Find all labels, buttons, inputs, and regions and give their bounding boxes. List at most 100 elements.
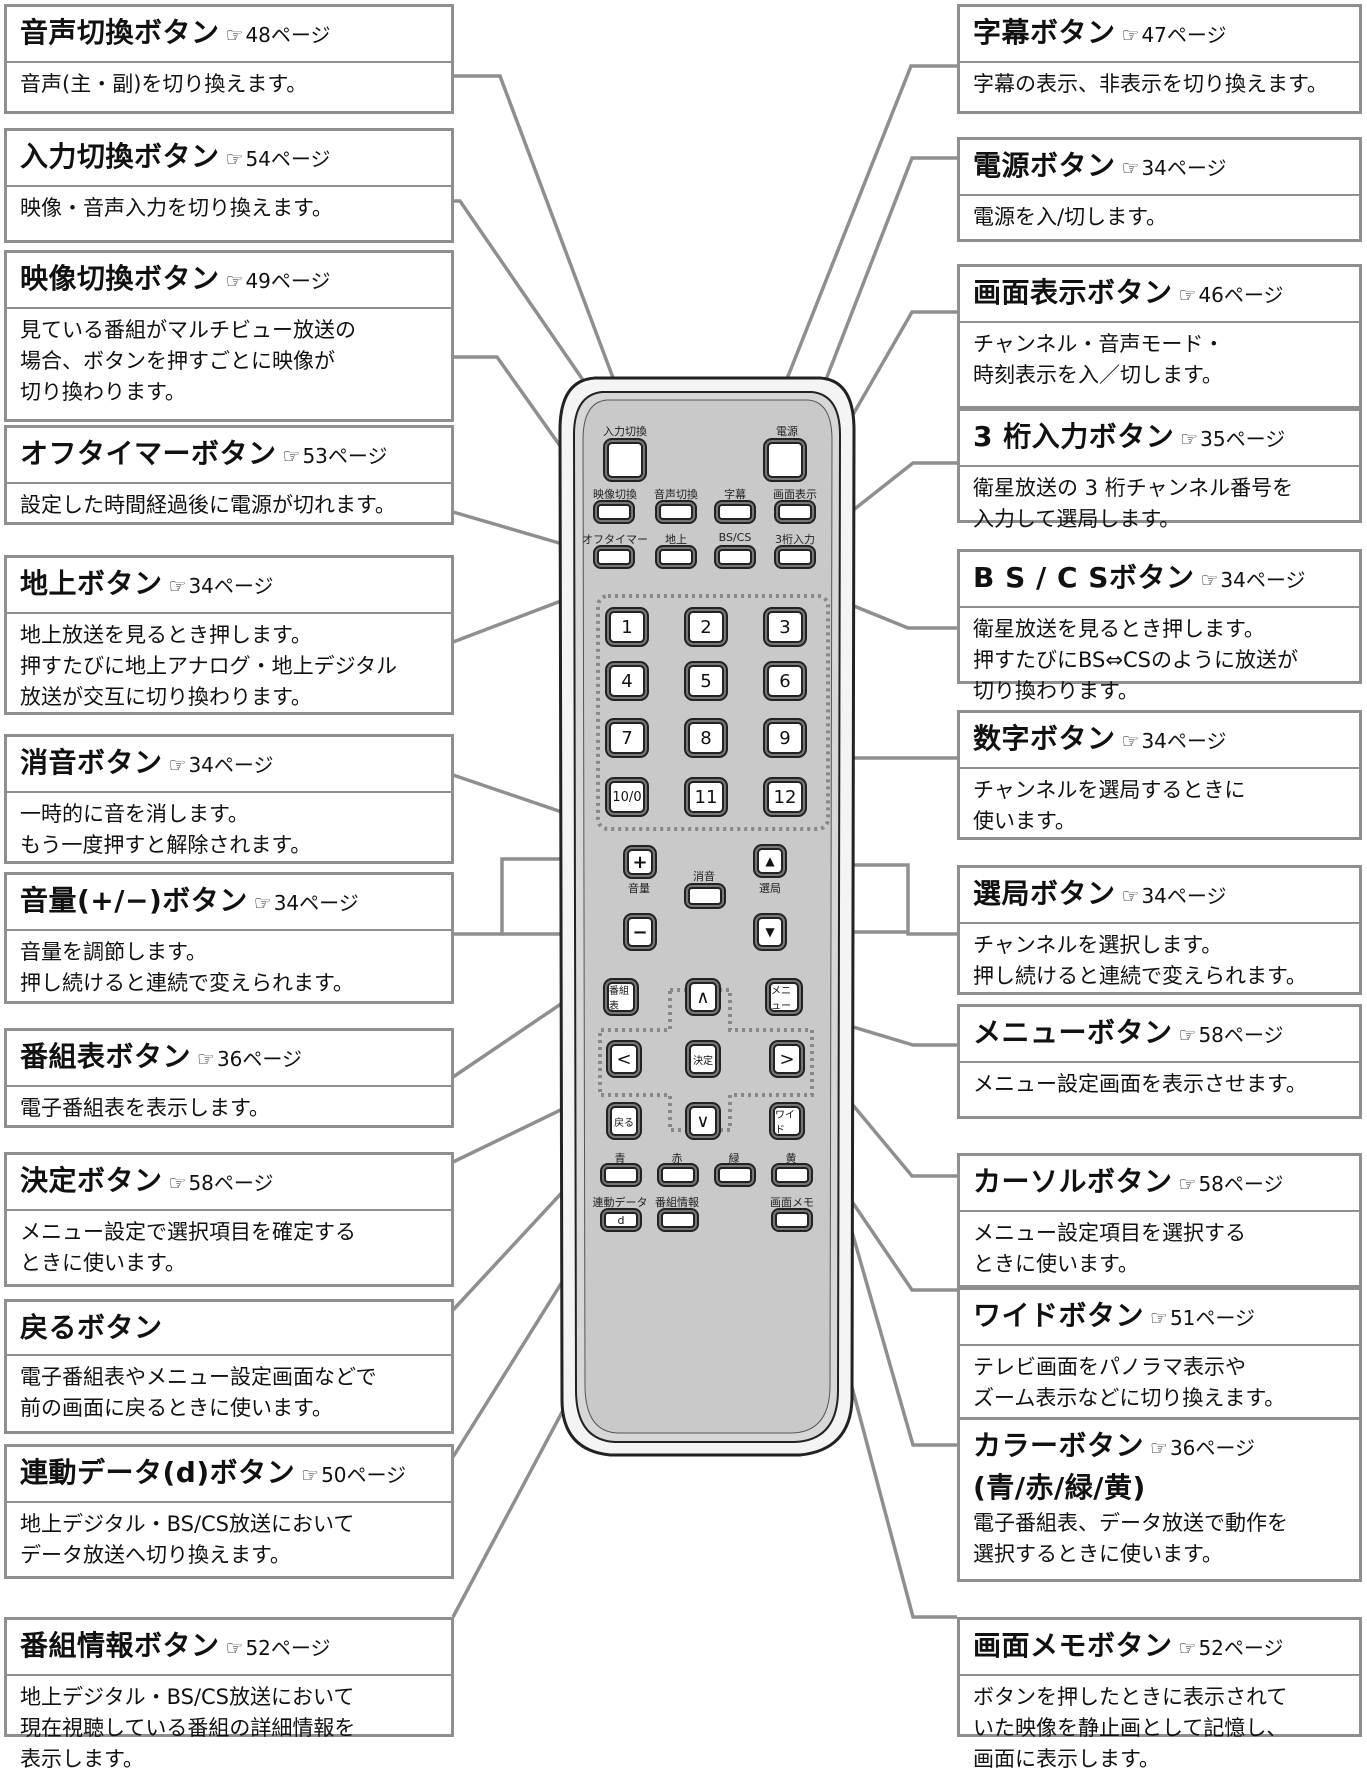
channel-down-button[interactable]: ▼ [757, 917, 783, 947]
divider [7, 929, 451, 931]
callout-description: 地上放送を見るとき押します。 押すたびに地上アナログ・地上デジタル 放送が交互に… [20, 623, 398, 709]
remote-label-data: 連動データ [592, 1196, 648, 1209]
page-ref: ☞58ページ [1179, 1172, 1284, 1196]
callout-title-row: オフタイマーボタン☞53ページ [20, 434, 441, 476]
number-button[interactable]: 3 [767, 611, 803, 643]
divider [960, 1344, 1359, 1346]
channel-up-button[interactable]: ▲ [757, 848, 783, 874]
callout-terrestrial: 地上ボタン☞34ページ地上放送を見るとき押します。 押すたびに地上アナログ・地上… [4, 555, 454, 715]
page-ref-text: 34ページ [1220, 568, 1306, 592]
callout-menu: メニューボタン☞58ページメニュー設定画面を表示させます。 [957, 1004, 1362, 1119]
callout-subtitle: 字幕ボタン☞47ページ字幕の表示、非表示を切り換えます。 [957, 4, 1362, 114]
terrestrial-button[interactable] [659, 549, 693, 565]
number-zone [596, 594, 830, 831]
callout-cursor: カーソルボタン☞58ページメニュー設定項目を選択する ときに使います。 [957, 1153, 1362, 1288]
video-switch-button[interactable] [597, 504, 631, 520]
3digit-button[interactable] [778, 549, 812, 565]
number-button[interactable]: 6 [767, 665, 803, 697]
page-ref-text: 58ページ [188, 1171, 274, 1195]
remote-label-yellow: 黄 [785, 1152, 797, 1165]
data-button[interactable]: d [604, 1212, 638, 1228]
mute-button[interactable] [688, 887, 722, 905]
callout-title: 消音ボタン [20, 746, 163, 779]
volume-up-button[interactable]: + [627, 849, 653, 875]
number-button[interactable]: 11 [688, 781, 724, 813]
callout-title-row: ワイドボタン☞51ページ [973, 1296, 1349, 1338]
display-button[interactable] [778, 504, 812, 520]
cursor-up-button[interactable]: ∧ [689, 982, 717, 1012]
number-button[interactable]: 5 [688, 665, 724, 697]
red-button[interactable] [661, 1167, 695, 1183]
page-ref-text: 58ページ [1198, 1023, 1284, 1047]
number-button[interactable]: 9 [767, 722, 803, 754]
pointing-hand-icon: ☞ [1200, 568, 1219, 592]
number-button[interactable]: 10/0 [609, 781, 645, 813]
callout-description: 電源を入/切します。 [973, 205, 1167, 229]
callout-title-row: 画面表示ボタン☞46ページ [973, 273, 1349, 315]
remote-label-display: 画面表示 [773, 488, 817, 501]
page-ref-text: 58ページ [1198, 1172, 1284, 1196]
callout-title: B S / C Sボタン [973, 561, 1195, 594]
page-ref: ☞34ページ [1200, 568, 1305, 592]
number-button[interactable]: 7 [609, 722, 645, 754]
back-button[interactable]: 戻る [610, 1106, 638, 1136]
audio-switch-button[interactable] [659, 504, 693, 520]
cursor-left-button[interactable]: < [610, 1044, 638, 1074]
pointing-hand-icon: ☞ [1178, 1636, 1197, 1660]
menu-button[interactable]: メニュー [769, 982, 799, 1012]
number-button[interactable]: 12 [767, 781, 803, 813]
page-ref: ☞35ページ [1180, 427, 1285, 451]
callout-title: 3 桁入力ボタン [973, 420, 1175, 453]
bscs-button[interactable] [718, 549, 752, 565]
cursor-right-button[interactable]: > [773, 1044, 801, 1074]
callout-color: カラーボタン☞36ページ(青/赤/緑/黄)電子番組表、データ放送で動作を 選択す… [957, 1417, 1362, 1582]
callout-3digit: 3 桁入力ボタン☞35ページ衛星放送の 3 桁チャンネル番号を 入力して選局しま… [957, 408, 1362, 531]
page-ref: ☞46ページ [1179, 283, 1284, 307]
enter-button[interactable]: 決定 [689, 1044, 717, 1074]
pointing-hand-icon: ☞ [1178, 1172, 1197, 1196]
memo-button[interactable] [775, 1212, 809, 1228]
off-timer-button[interactable] [597, 549, 631, 565]
callout-title: 画面表示ボタン [973, 276, 1173, 309]
subtitle-button[interactable] [718, 504, 752, 520]
divider [960, 1674, 1359, 1676]
remote-label-channel: 選局 [759, 882, 781, 895]
yellow-button[interactable] [775, 1167, 809, 1183]
page-ref: ☞51ページ [1150, 1306, 1255, 1330]
number-button[interactable]: 4 [609, 665, 645, 697]
page-ref-text: 53ページ [302, 444, 388, 468]
callout-mute: 消音ボタン☞34ページ一時的に音を消します。 もう一度押すと解除されます。 [4, 734, 454, 864]
program-info-button[interactable] [661, 1212, 695, 1228]
pointing-hand-icon: ☞ [282, 444, 301, 468]
cursor-down-button[interactable]: ∨ [689, 1106, 717, 1136]
input-switch-button[interactable] [607, 442, 643, 478]
callout-title-row: 戻るボタン [20, 1308, 441, 1348]
number-button[interactable]: 8 [688, 722, 724, 754]
divider [7, 185, 451, 187]
pointing-hand-icon: ☞ [1121, 156, 1140, 180]
callout-description: チャンネルを選局するときに 使います。 [973, 778, 1246, 833]
page-ref: ☞49ページ [226, 269, 331, 293]
page-ref: ☞34ページ [1122, 884, 1227, 908]
callout-description: チャンネルを選択します。 押し続けると連続で変えられます。 [973, 933, 1307, 988]
page-ref-text: 52ページ [1198, 1636, 1284, 1660]
callout-title: 字幕ボタン [973, 16, 1116, 49]
callout-description: 衛星放送を見るとき押します。 押すたびにBS⇔CSのように放送が 切り換わります… [973, 617, 1298, 703]
wide-button[interactable]: ワイド [773, 1106, 801, 1136]
pointing-hand-icon: ☞ [168, 753, 187, 777]
guide-button[interactable]: 番組表 [607, 982, 635, 1012]
number-button[interactable]: 2 [688, 611, 724, 643]
callout-description: 字幕の表示、非表示を切り換えます。 [973, 72, 1328, 96]
callout-description: 電子番組表を表示します。 [20, 1096, 270, 1120]
page-ref-text: 50ページ [321, 1463, 407, 1487]
callout-title: 画面メモボタン [973, 1629, 1173, 1662]
pointing-hand-icon: ☞ [1121, 884, 1140, 908]
number-button[interactable]: 1 [609, 611, 645, 643]
blue-button[interactable] [604, 1167, 638, 1183]
divider [7, 612, 451, 614]
power-button[interactable] [767, 442, 803, 478]
volume-down-button[interactable]: − [627, 917, 653, 947]
green-button[interactable] [718, 1167, 752, 1183]
remote-label-video: 映像切換 [593, 488, 637, 501]
callout-title-row: 3 桁入力ボタン☞35ページ [973, 417, 1349, 459]
